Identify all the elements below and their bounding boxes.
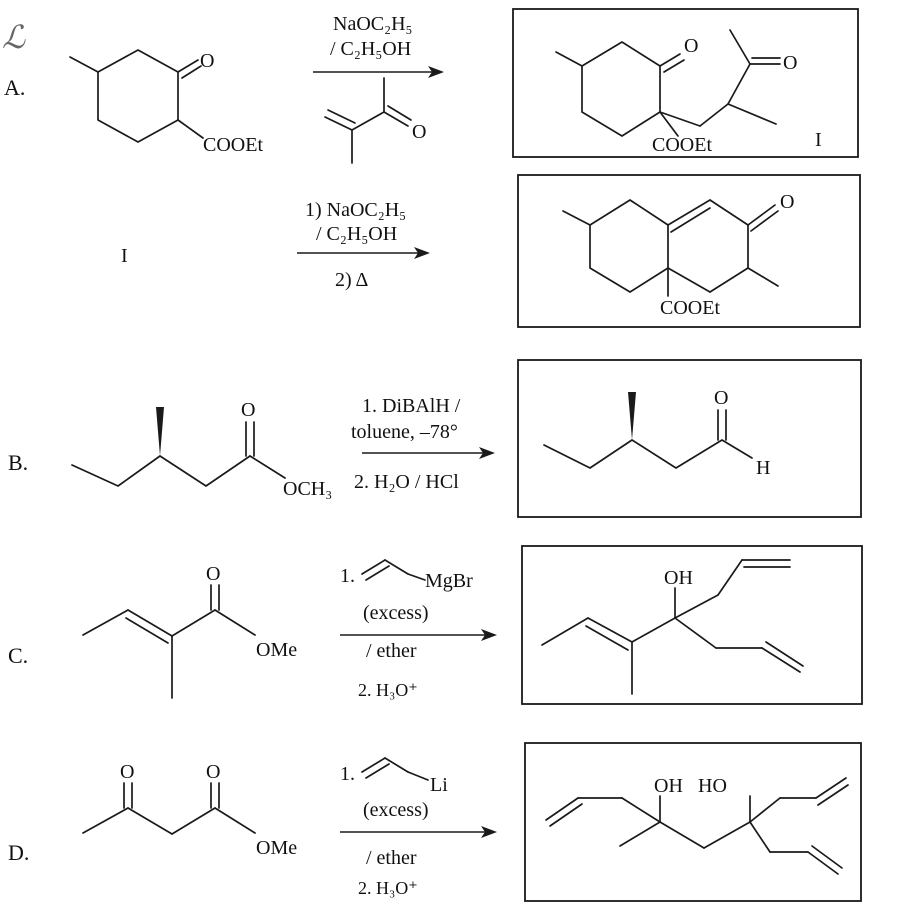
- a2-product-box: [517, 174, 861, 328]
- d-carbonyl-o: O: [206, 761, 220, 783]
- b-arrow: [362, 447, 495, 459]
- b-reagent-line2: toluene, –78°: [351, 421, 458, 443]
- d-reagent-line4: 2. H₃O⁺: [358, 878, 418, 898]
- d-start-molecule: [82, 782, 256, 835]
- a-ketone-o: O: [200, 50, 214, 72]
- a2-reagent-line1: 1) NaOC₂H₅: [305, 199, 406, 221]
- d-ketone-o: O: [120, 761, 134, 783]
- a-product-id: I: [815, 129, 822, 151]
- b-ester-group: OCH₃: [283, 478, 332, 500]
- d-reagent-line3: / ether: [366, 847, 417, 869]
- b-reagent-line1: 1. DiBAlH /: [362, 395, 461, 417]
- a-product-box: [512, 8, 859, 158]
- a-start-molecule: [69, 49, 204, 143]
- d-reagent-line2: (excess): [363, 799, 429, 821]
- b-product-h: H: [756, 457, 770, 479]
- a-enone-o: O: [412, 121, 426, 143]
- c-reagent-line4: 2. H₃O⁺: [358, 680, 418, 700]
- b-reagent-line3: 2. H₂O / HCl: [354, 471, 459, 493]
- label-a: A.: [4, 75, 25, 100]
- a-arrow: [313, 66, 444, 78]
- a2-arrow: [297, 247, 430, 259]
- a2-start-label: I: [121, 245, 128, 267]
- a2-product-o: O: [780, 191, 794, 213]
- c-ester-group: OMe: [256, 639, 297, 661]
- c-product-box: [521, 545, 863, 705]
- a-product-molecule: [555, 29, 781, 137]
- b-product-o: O: [714, 387, 728, 409]
- d-reagent-prefix: 1.: [340, 763, 355, 785]
- d-product-oh1: OH: [654, 775, 683, 797]
- a-enone-molecule: [324, 77, 412, 164]
- c-product-molecule: [541, 559, 804, 695]
- label-c: C.: [8, 643, 28, 668]
- a-product-o2: O: [783, 52, 797, 74]
- a2-product-molecule: [562, 199, 779, 297]
- c-product-oh: OH: [664, 567, 693, 589]
- c-allyl-reagent: [361, 559, 426, 581]
- a-product-ester: COOEt: [652, 134, 712, 156]
- d-arrow: [340, 826, 497, 838]
- label-d: D.: [8, 840, 29, 865]
- handwritten-mark: ℒ: [2, 19, 26, 55]
- a2-reagent-line2: / C₂H₅OH: [316, 223, 397, 245]
- d-reagent-metal: Li: [430, 774, 448, 796]
- c-reagent-line2: (excess): [363, 602, 429, 624]
- label-b: B.: [8, 450, 28, 475]
- d-product-box: [524, 742, 862, 902]
- c-arrow: [340, 629, 497, 641]
- a2-product-ester: COOEt: [660, 297, 720, 319]
- d-ester-group: OMe: [256, 837, 297, 859]
- b-product-molecule: [543, 392, 753, 469]
- c-start-molecule: [82, 584, 256, 699]
- a-product-o1: O: [684, 35, 698, 57]
- a-reagent-line2: / C₂H₅OH: [330, 38, 411, 60]
- a-reagent-line1: NaOC₂H₅: [333, 13, 413, 35]
- c-reagent-prefix: 1.: [340, 565, 355, 587]
- b-product-box: [517, 359, 862, 518]
- d-product-molecule: [545, 777, 849, 875]
- c-carbonyl-o: O: [206, 563, 220, 585]
- d-product-oh2: HO: [698, 775, 727, 797]
- b-start-molecule: [71, 407, 286, 487]
- a-ester-label: COOEt: [203, 134, 263, 156]
- d-allyl-reagent: [361, 757, 429, 781]
- c-reagent-metal: MgBr: [425, 570, 473, 592]
- a2-reagent-line3: 2) Δ: [335, 269, 369, 291]
- b-carbonyl-o: O: [241, 399, 255, 421]
- c-reagent-line3: / ether: [366, 640, 417, 662]
